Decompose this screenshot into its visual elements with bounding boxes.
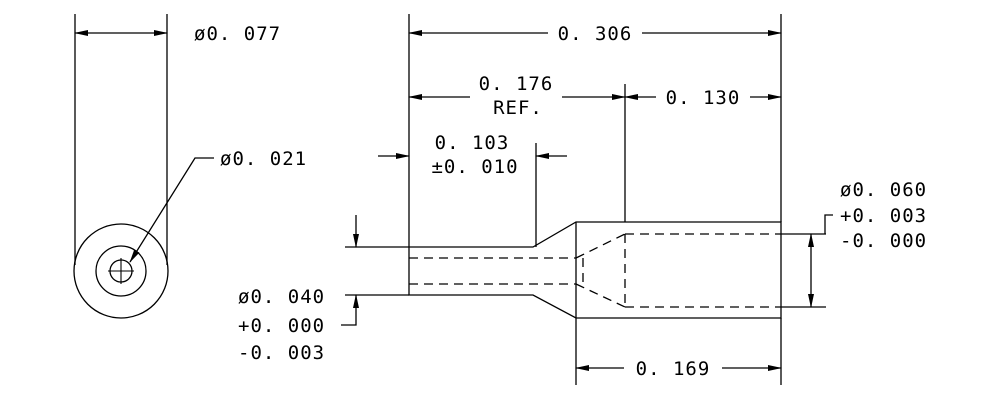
part-outline: [408, 221, 782, 319]
end-diameter-label: ø0. 077: [194, 23, 281, 45]
ref-length-label: 0. 176: [479, 73, 554, 95]
small-dia-arrow-bottom: [341, 294, 359, 326]
large-tol-minus-label: -0. 000: [840, 230, 927, 252]
side-view: 0. 306 0. 176 REF. 0. 130 0. 103 ±0. 010…: [238, 14, 927, 385]
small-tol-minus-label: -0. 003: [238, 342, 325, 364]
end-view: ø0. 077 ø0. 021: [73, 14, 307, 319]
large-tol-plus-label: +0. 003: [840, 205, 927, 227]
overall-length-label: 0. 306: [558, 23, 633, 45]
large-dia-leader: [824, 214, 833, 234]
hole-diameter-label: ø0. 021: [220, 148, 307, 170]
mid-length-label: 0. 103: [435, 132, 510, 154]
right-length-label: 0. 130: [666, 87, 741, 109]
small-tol-plus-label: +0. 000: [238, 315, 325, 337]
hole-leader: [129, 157, 214, 263]
bottom-length-label: 0. 169: [636, 358, 711, 380]
middle-circle: [95, 245, 147, 297]
ref-label: REF.: [493, 97, 543, 119]
outer-circle: [73, 223, 169, 319]
cone-hidden-bottom: [575, 283, 626, 308]
large-diameter-label: ø0. 060: [840, 179, 927, 201]
mid-tolerance-label: ±0. 010: [431, 156, 518, 178]
small-diameter-label: ø0. 040: [238, 286, 325, 308]
cone-hidden-top: [575, 233, 626, 259]
